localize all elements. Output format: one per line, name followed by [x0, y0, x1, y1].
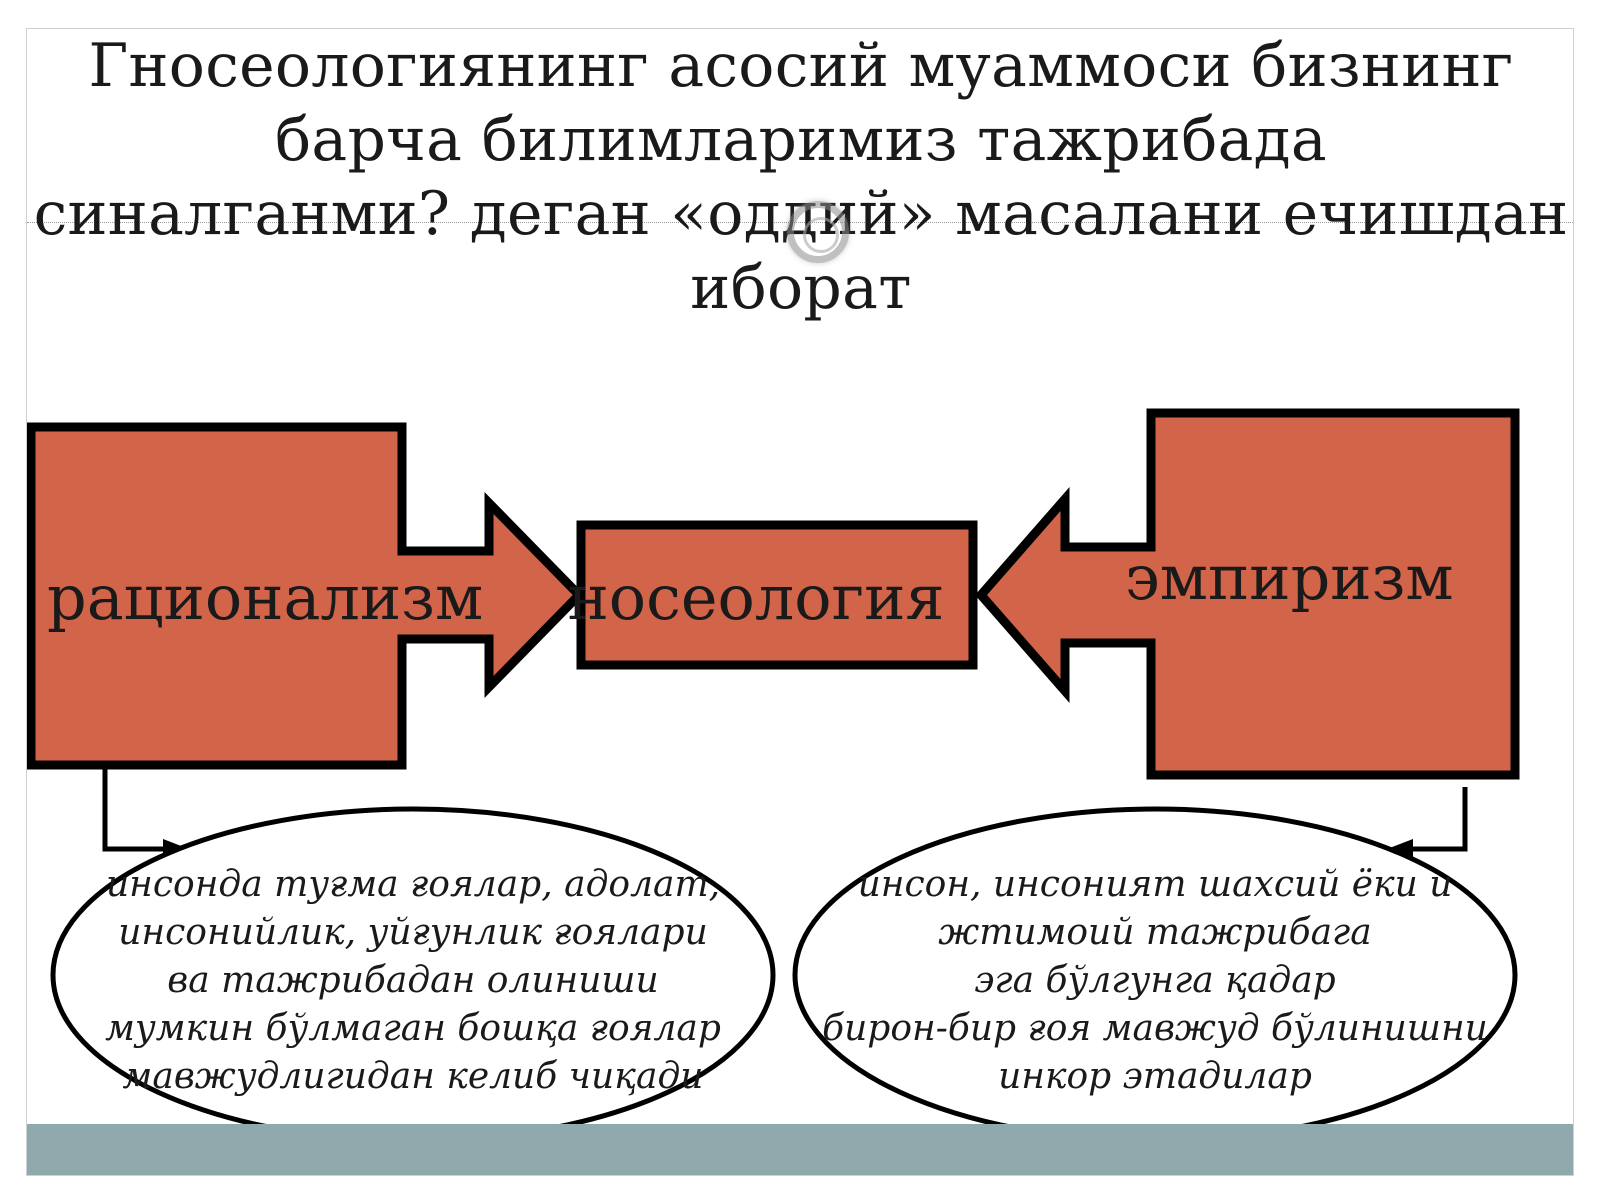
empiricism-description-line: инкор этадилар: [998, 1056, 1312, 1097]
empiricism-description-line: инсон, инсоният шахсий ёки и: [857, 864, 1453, 905]
empiricism-label: эмпиризм: [1125, 541, 1454, 614]
empiricism-description-line: жтимоий тажрибага: [938, 912, 1372, 953]
footer-band: [27, 1124, 1573, 1175]
slide: Гносеологиянинг асосий муаммоси бизнинг …: [26, 28, 1574, 1176]
empiricism-arrow-shape: [975, 408, 1520, 780]
left-connector-line: [102, 769, 177, 852]
rationalism-description-line: мумкин бўлмаган бошқа ғоялар: [105, 1008, 721, 1049]
loading-cursor-icon: [787, 201, 849, 263]
title-line-4: иборат: [690, 253, 912, 323]
rationalism-description-line: ва тажрибадан олиниши: [167, 960, 659, 1001]
empiricism-description: инсон, инсоният шахсий ёки и жтимоий таж…: [805, 861, 1505, 1101]
empiricism-description-line: бирон-бир ғоя мавжуд бўлинишни: [822, 1008, 1488, 1049]
diagram-canvas: [27, 408, 1520, 1144]
rationalism-description: инсонда туғма ғоялар, адолат, инсонийлик…: [63, 861, 763, 1101]
title-line-1: Гносеологиянинг асосий муаммоси бизнинг: [88, 31, 1514, 101]
title-line-2: барча билимларимиз тажрибада: [274, 105, 1327, 175]
rationalism-description-line: мавжудлигидан келиб чиқади: [122, 1056, 704, 1097]
gnoseology-label: гносеология: [565, 561, 945, 634]
empiricism-description-line: эга бўлгунга қадар: [974, 960, 1336, 1001]
slide-title: Гносеологиянинг асосий муаммоси бизнинг …: [27, 29, 1573, 325]
rationalism-description-line: инсонда туғма ғоялар, адолат,: [105, 864, 721, 905]
gnoseology-box: [576, 520, 978, 670]
rationalism-description-line: инсонийлик, уйғунлик ғоялари: [118, 912, 708, 953]
right-connector-line: [1399, 787, 1468, 852]
rationalism-label: рационализм: [47, 561, 484, 634]
rationalism-arrow-shape: [27, 422, 586, 770]
